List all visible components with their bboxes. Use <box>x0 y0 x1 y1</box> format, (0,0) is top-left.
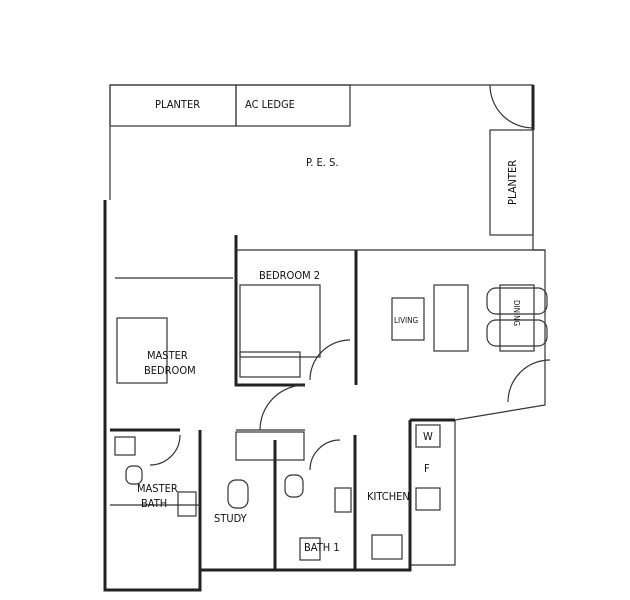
label-master-bath-1: MASTER <box>137 482 178 495</box>
label-bedroom2: BEDROOM 2 <box>259 269 320 282</box>
planter-right-box <box>489 129 534 236</box>
doors <box>149 339 551 471</box>
tv-console-icon <box>391 297 425 341</box>
label-planter-top: PLANTER <box>155 98 200 111</box>
label-living: LIVING <box>394 316 418 325</box>
ac-ledge-box <box>235 84 351 127</box>
stove-icon <box>371 534 403 560</box>
toilet-icon <box>284 474 304 498</box>
label-ac-ledge: AC LEDGE <box>245 98 295 111</box>
label-dining: DINING <box>512 300 521 326</box>
basin-icon <box>334 487 352 513</box>
label-fridge: F <box>424 462 430 475</box>
master-basin-icon <box>177 491 197 517</box>
label-pes: P. E. S. <box>306 156 339 169</box>
study-shelf-icon <box>235 431 305 461</box>
interior-walls <box>110 235 545 570</box>
label-washer: W <box>423 430 433 443</box>
shaft-icon <box>114 436 136 456</box>
master-bed-icon <box>116 317 168 384</box>
dining-table-icon <box>499 284 535 352</box>
shaft-icon-2 <box>299 537 321 561</box>
wardrobe-icon <box>239 351 301 378</box>
label-kitchen: KITCHEN <box>367 490 410 503</box>
label-master-bedroom-2: BEDROOM <box>144 364 196 377</box>
label-planter-right: PLANTER <box>506 160 519 205</box>
oven-icon <box>415 487 441 511</box>
sofa-icon <box>433 284 469 352</box>
bedroom2-bed-icon <box>239 284 321 358</box>
label-bath1: BATH 1 <box>304 541 340 554</box>
washer-box <box>415 424 441 448</box>
label-study: STUDY <box>214 512 248 525</box>
master-toilet-icon <box>125 465 143 485</box>
study-chair-icon <box>227 479 249 509</box>
door-swing-icon <box>489 84 534 129</box>
label-master-bedroom-1: MASTER <box>147 349 188 362</box>
label-master-bath-2: BATH <box>141 497 167 510</box>
furniture <box>114 284 548 561</box>
